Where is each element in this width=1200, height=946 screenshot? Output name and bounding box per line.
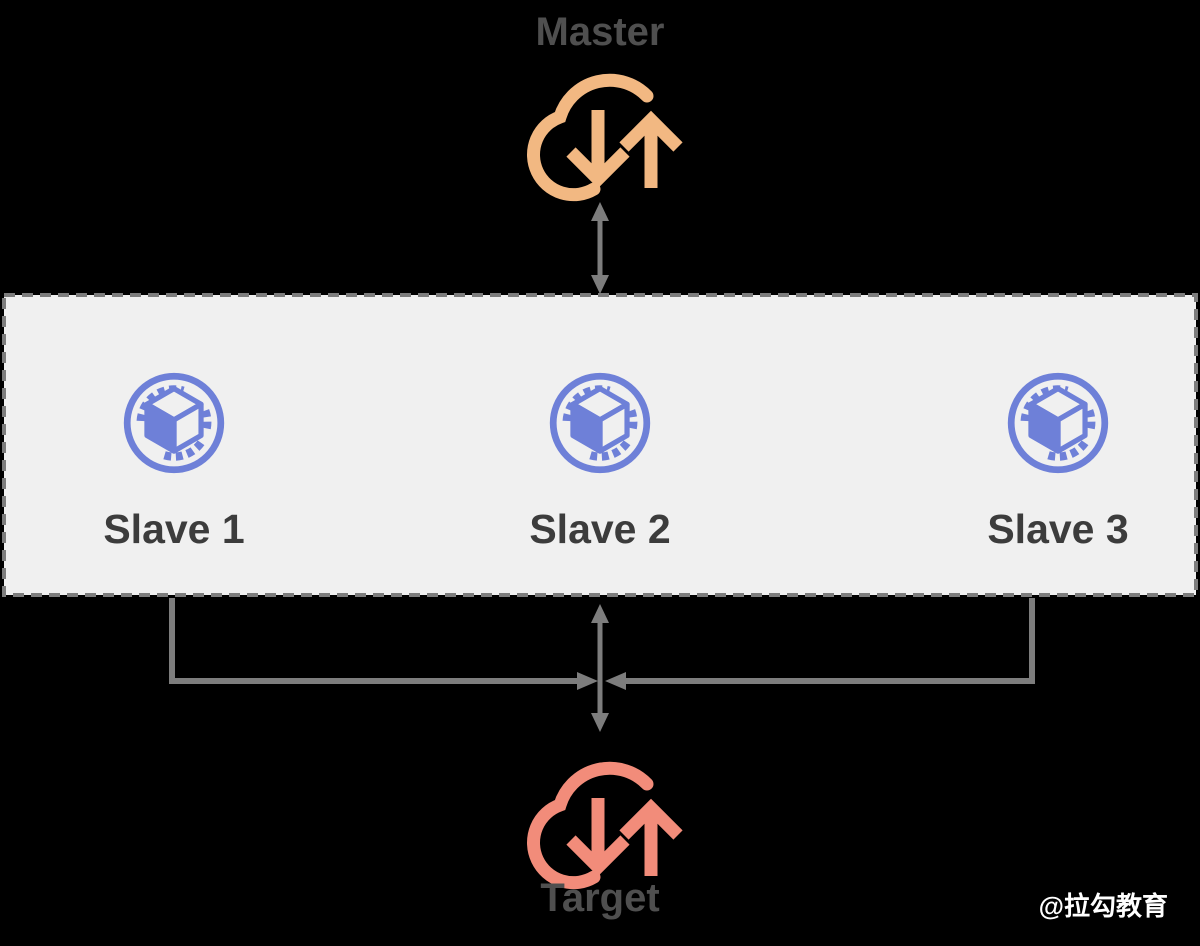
cloud-download-upload-icon [527,73,683,202]
cube-sync-icon [123,372,225,474]
slave-label: Slave 1 [103,506,245,552]
cloud-outline [527,761,654,890]
sync-arrow-master-box [591,202,609,294]
slave-label: Slave 2 [529,506,671,552]
slave-node-3: Slave 3 [908,371,1200,553]
watermark: @拉勾教育 [1038,891,1168,921]
connector-slave3-junction [605,598,1035,690]
download-arrow-icon [566,110,630,189]
sync-arrow-box-target [591,604,609,732]
target-label: Target [540,876,660,920]
cloud-outline [527,73,654,202]
slave-node-2: Slave 2 [450,371,750,553]
upload-arrow-icon [619,798,683,876]
cube-sync-icon [1007,372,1109,474]
download-arrow-icon [566,798,630,877]
cloud-download-upload-icon [527,761,683,890]
slave-label: Slave 3 [987,506,1129,552]
master-label: Master [535,10,665,54]
connector-slave1-junction [169,598,598,690]
slave-node-1: Slave 1 [24,371,324,553]
cube-sync-icon [549,372,651,474]
upload-arrow-icon [619,110,683,188]
